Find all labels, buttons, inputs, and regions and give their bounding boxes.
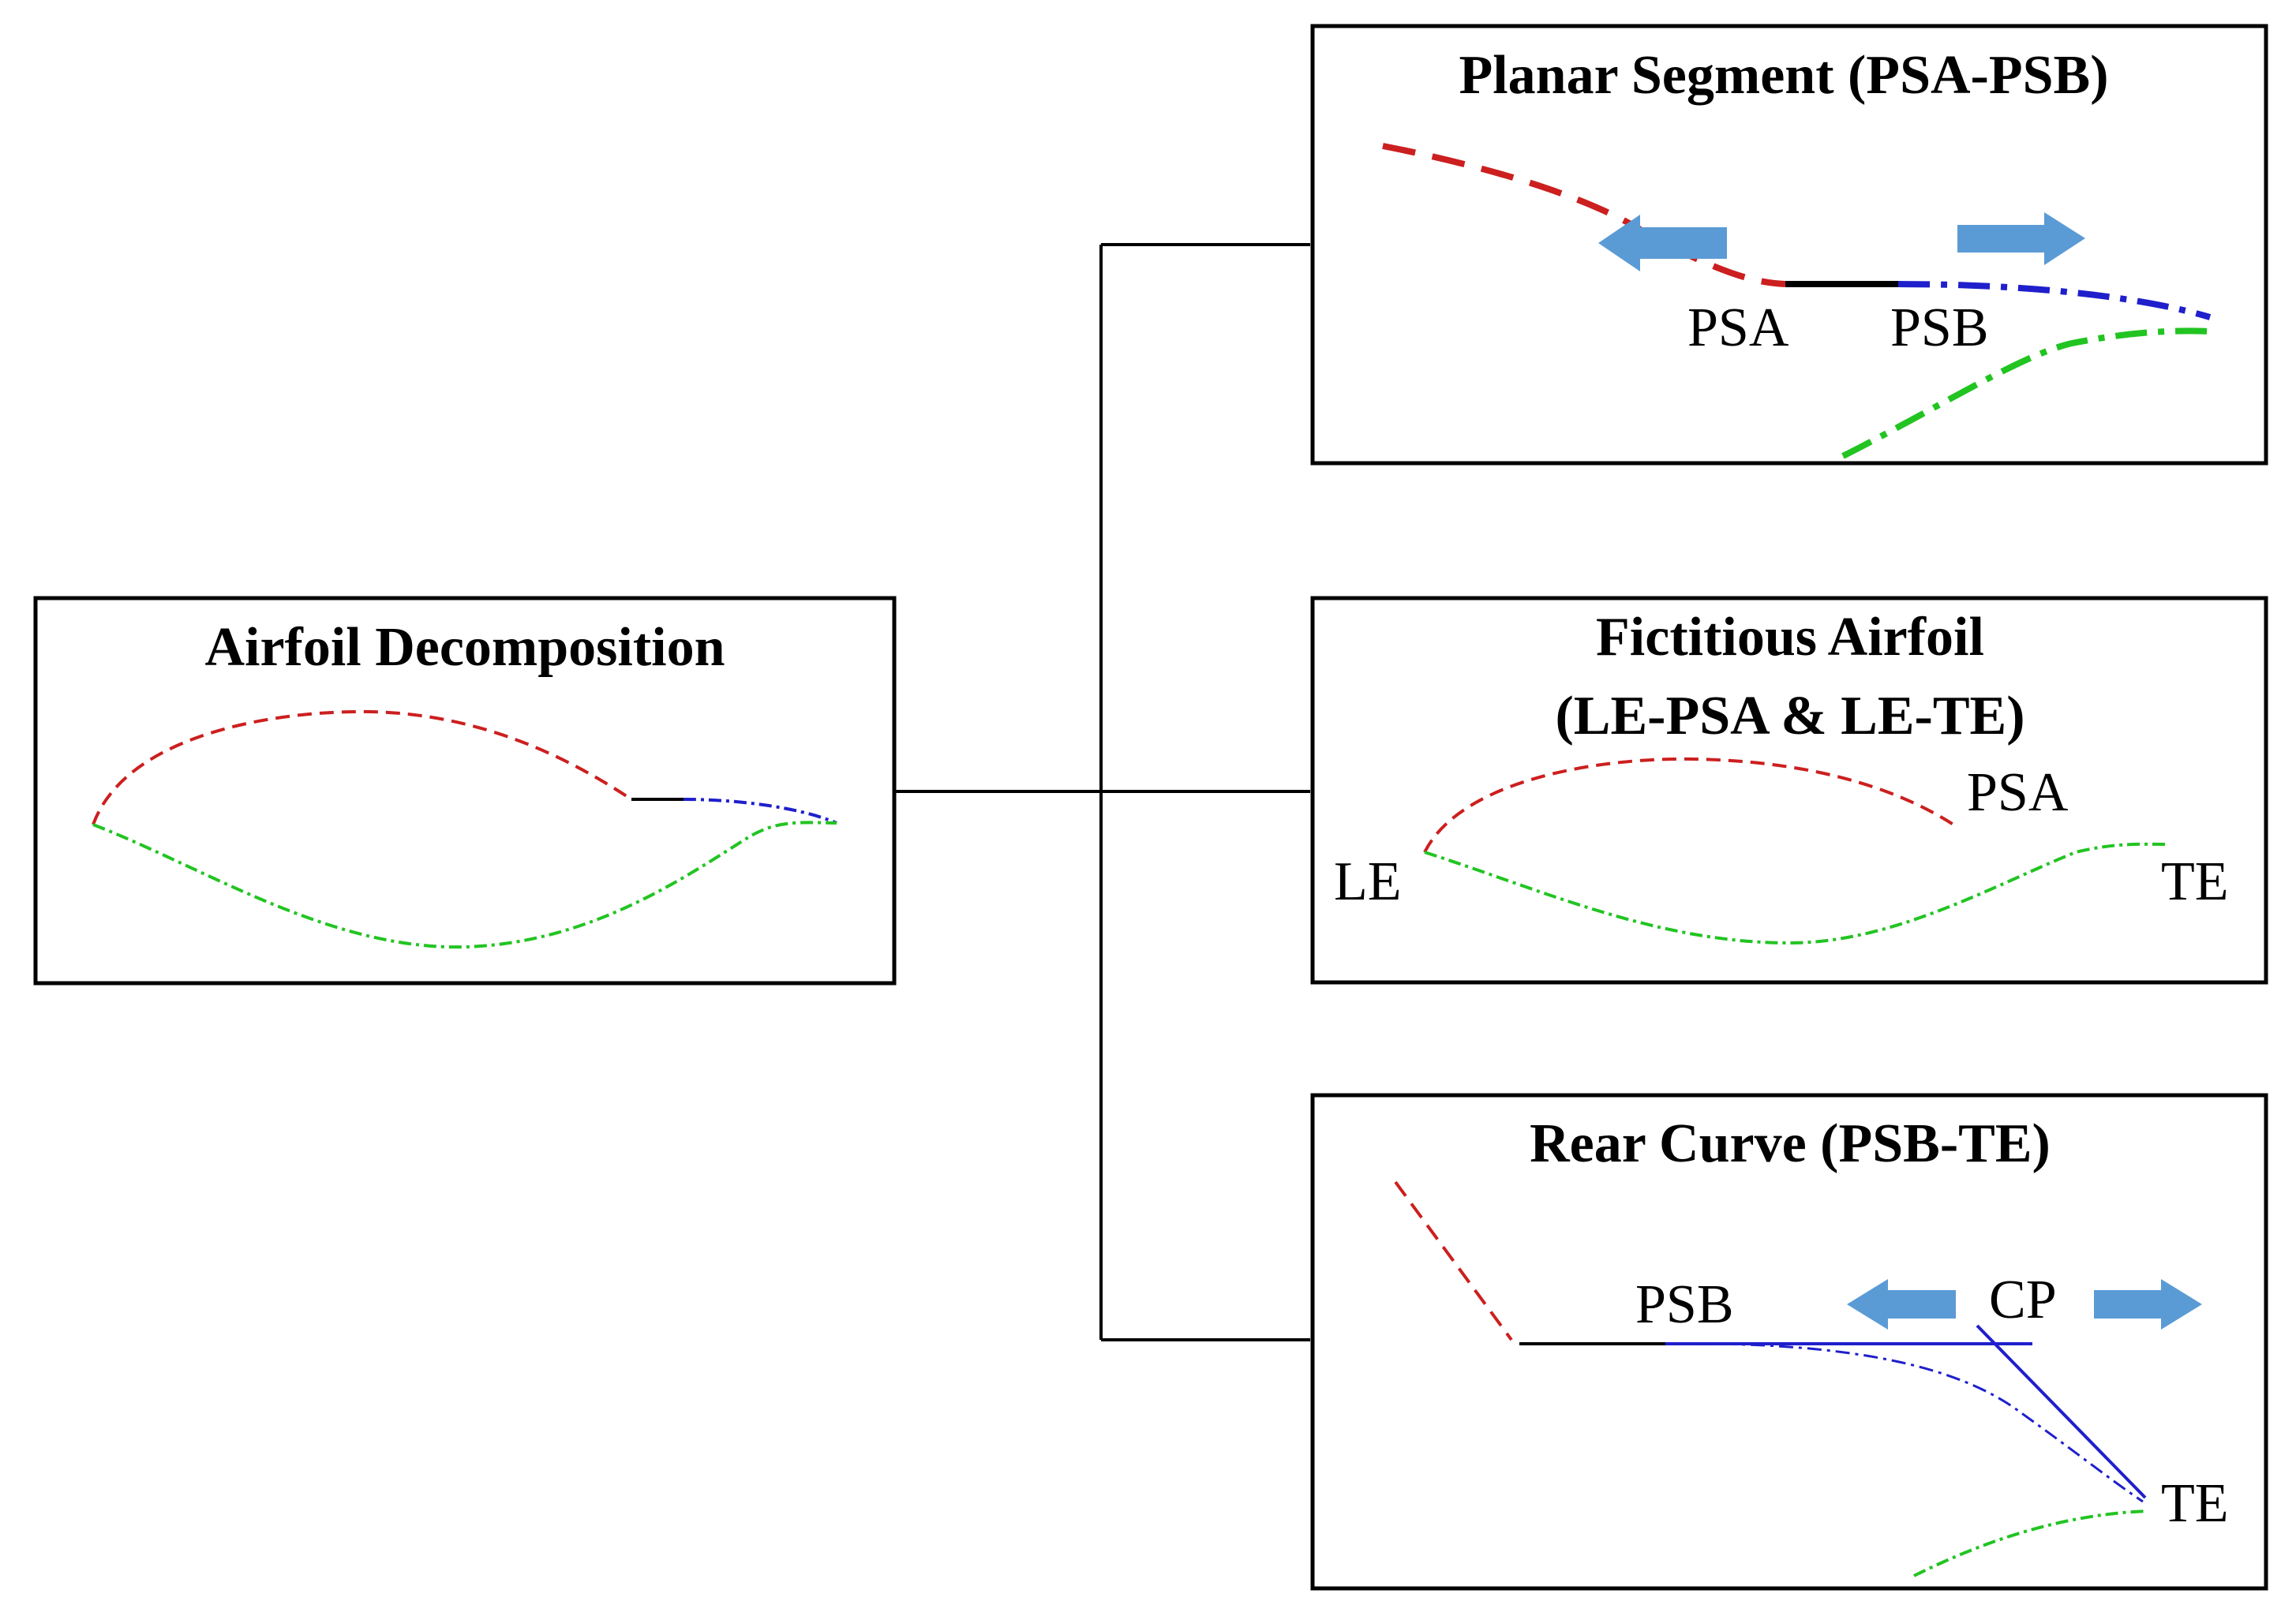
rear-curve-label-psb: PSB: [1635, 1274, 1734, 1335]
rear-curve-control-line: [1976, 1324, 2147, 1499]
airfoil-decomposition-title: Airfoil Decomposition: [204, 617, 725, 678]
planar-segment-lower-surface: [1841, 327, 2211, 459]
airfoil-decomposition-box: Airfoil Decomposition: [33, 596, 897, 986]
fictitious-label-te: TE: [2161, 851, 2229, 912]
decomposition-lower-surface: [92, 821, 837, 949]
planar-segment-left-arrow: [1598, 215, 1727, 271]
rear-curve-title: Rear Curve (PSB-TE): [1530, 1113, 2051, 1174]
decomposition-upper-surface: [92, 709, 633, 825]
rear-curve-frame: [1310, 1093, 2268, 1591]
rear-curve-upper-surface: [1394, 1180, 1513, 1341]
fictitious-upper-surface: [1423, 757, 1955, 853]
rear-curve-label-cp: CP: [1989, 1270, 2057, 1330]
planar-segment-title: Planar Segment (PSA-PSB): [1459, 45, 2108, 106]
planar-segment-right-arrow: [1957, 212, 2085, 265]
connector-lines: [896, 243, 1310, 1341]
airfoil-decomposition-frame: [33, 596, 897, 986]
rear-curve-lower-surface: [1913, 1509, 2148, 1577]
planar-segment-label-psa: PSA: [1687, 297, 1789, 358]
fictitious-airfoil-title-line1: Fictitious Airfoil: [1596, 607, 1984, 668]
planar-segment-box: Planar Segment (PSA-PSB) PSA PSB: [1310, 24, 2268, 466]
decomposition-rear-curve: [683, 798, 837, 825]
rear-curve-label-te: TE: [2161, 1473, 2229, 1534]
planar-segment-frame: [1310, 24, 2268, 466]
fictitious-airfoil-box: Fictitious Airfoil (LE-PSA & LE-TE) LE P…: [1310, 596, 2268, 985]
rear-curve-bezier: [1665, 1342, 2144, 1503]
fictitious-lower-surface: [1424, 842, 2167, 945]
rear-curve-right-arrow: [2094, 1279, 2202, 1330]
fictitious-label-psa: PSA: [1967, 762, 2069, 823]
fictitious-label-le: LE: [1334, 851, 1402, 912]
planar-segment-label-psb: PSB: [1890, 297, 1989, 358]
rear-curve-left-arrow: [1847, 1279, 1956, 1330]
rear-curve-box: Rear Curve (PSB-TE) PSB CP TE: [1310, 1093, 2268, 1591]
fictitious-airfoil-frame: [1310, 596, 2268, 985]
planar-segment-rear-curve: [1897, 281, 2212, 320]
fictitious-airfoil-title-line2: (LE-PSA & LE-TE): [1555, 686, 2024, 746]
